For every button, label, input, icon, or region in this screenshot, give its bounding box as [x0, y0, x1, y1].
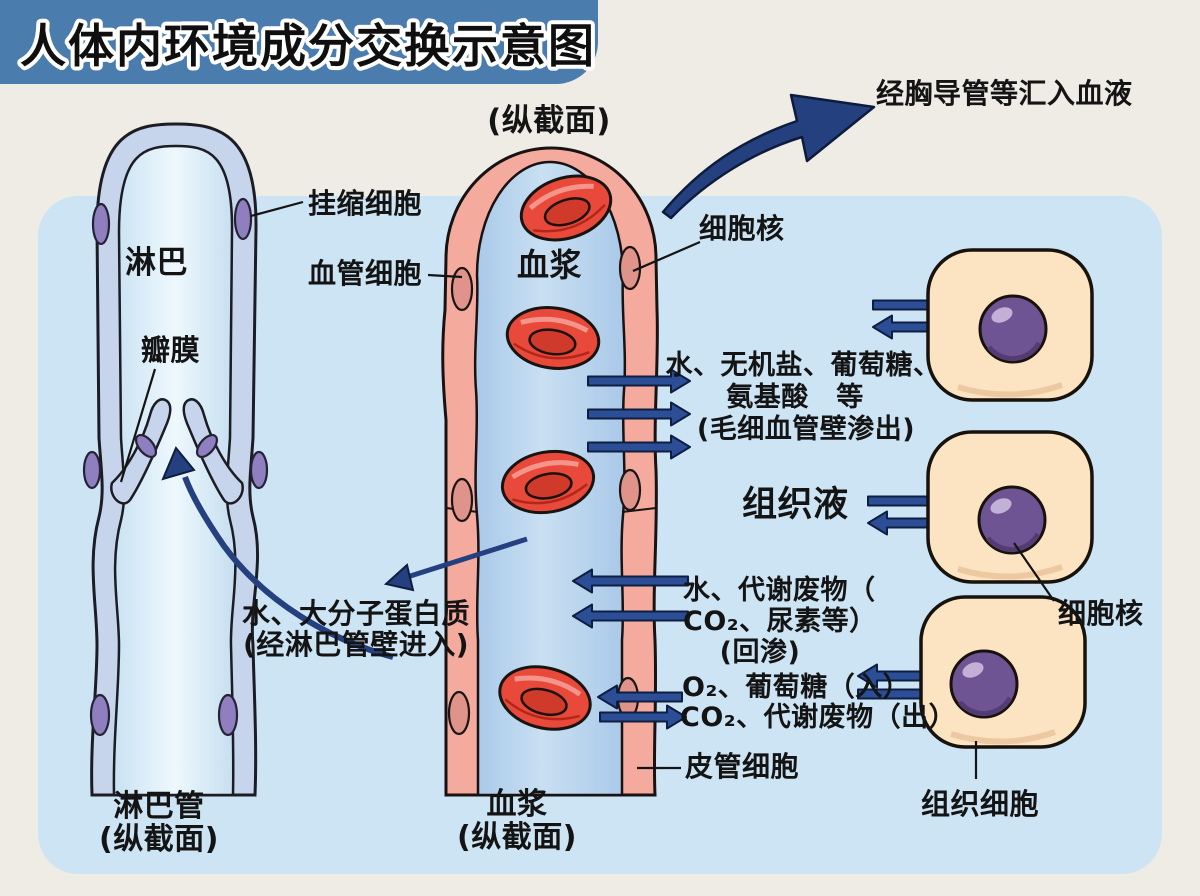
lower-wall-cell-label: 皮管细胞 [685, 750, 800, 783]
vessel-wall-seam-right [621, 507, 657, 513]
tissue-cell-1-nucleus [980, 296, 1046, 362]
vessel-cell-label: 血管细胞 [308, 257, 423, 290]
pointer-nucleus-right [1013, 542, 1055, 602]
page-title: 人体内环境成分交换示意图 [20, 19, 596, 73]
outflow-arrow-2 [587, 401, 691, 427]
lymph-flow-arrow [182, 475, 394, 660]
plasma-inner-label: 血浆 [517, 246, 583, 284]
co2-out-label: CO₂、代谢废物（出） [680, 702, 957, 733]
lymph-valve-flap-right [182, 398, 244, 505]
outflow-arrow-3 [587, 434, 691, 460]
lymph-entry-arrow [383, 536, 528, 592]
pointer-valve [119, 368, 157, 483]
o2-in-label: O₂、葡萄糖（入） [682, 672, 911, 703]
lymph-entry-line-1: 水、大分子蛋白质 [241, 597, 471, 630]
pointer-pinch-cell [250, 200, 304, 218]
plasma-bottom-sub: (纵截面) [457, 820, 577, 855]
outflow-arrow-1 [587, 368, 691, 394]
nucleus-label-right: 细胞核 [1058, 597, 1144, 630]
outflow-line-2: 氨基酸 等 [726, 382, 864, 413]
outflow-line-1: 水、无机盐、葡萄糖、 [665, 350, 941, 381]
lymph-entry-line-2: (经淋巴管壁进入) [242, 628, 470, 661]
backflow-line-2: CO₂、尿素等） [683, 606, 877, 637]
section-label-top: (纵截面) [487, 103, 611, 139]
lymph-wall-nuclei [82, 197, 269, 737]
tissue-fluid-label: 组织液 [742, 485, 849, 525]
lymph-flow-arrowhead [161, 446, 196, 481]
tissue-cell-label: 组织细胞 [921, 787, 1040, 821]
nucleus-label-top: 细胞核 [699, 212, 785, 245]
lymph-bottom-label: 淋巴管 [113, 789, 205, 824]
tissue-cell-3-nucleus [951, 651, 1017, 717]
pointer-vessel-cell [427, 273, 463, 279]
pointer-nucleus-top [632, 240, 701, 273]
blood-vessel [441, 146, 659, 797]
lymph-inner-label: 淋巴 [125, 245, 188, 281]
backflow-line-1: 水、代谢废物（ [683, 575, 876, 606]
tissue-cell-2-nucleus [979, 487, 1045, 553]
backflow-arrow-1 [572, 568, 689, 594]
lymph-vessel [82, 122, 394, 797]
blood-wall-nuclei [447, 245, 642, 736]
title-banner [0, 0, 598, 84]
lymph-bottom-sub: (纵截面) [99, 822, 219, 857]
backflow-line-3: (回渗) [719, 637, 801, 668]
pinch-cell-label: 挂缩细胞 [308, 187, 423, 220]
thoracic-duct-arrow [661, 93, 876, 220]
thoracic-duct-label: 经胸导管等汇入血液 [876, 77, 1133, 110]
co2-out-arrow-left [599, 704, 687, 730]
backflow-arrow-2 [572, 603, 689, 629]
outflow-line-3: (毛细血管壁渗出) [696, 414, 916, 445]
tissue-cells [921, 250, 1092, 747]
valve-label: 瓣膜 [141, 333, 201, 367]
o2-in-arrow-left [597, 684, 683, 710]
plasma-bottom-label: 血浆 [486, 787, 548, 822]
pointer-lines [119, 200, 1055, 779]
